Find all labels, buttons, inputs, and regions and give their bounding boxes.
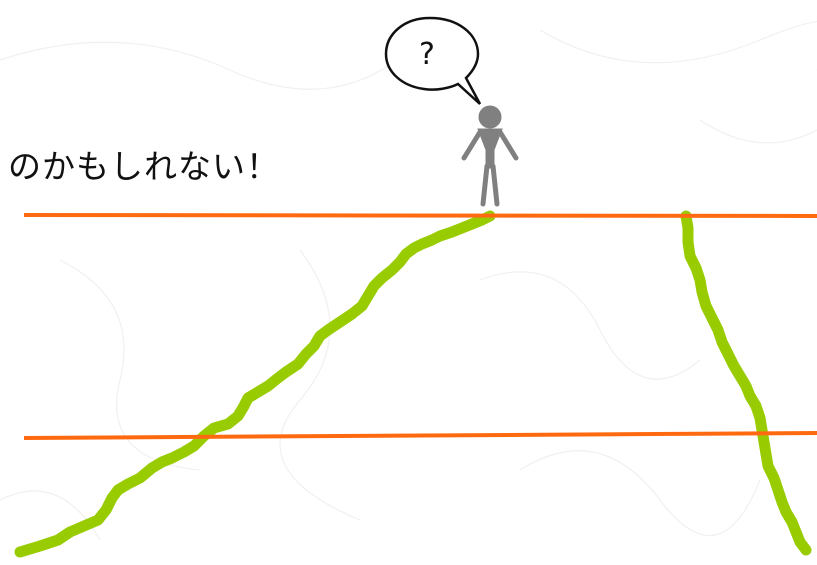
texture-line	[59, 259, 201, 471]
caption-text: のかもしれない！	[8, 147, 280, 186]
figure-torso	[477, 128, 503, 169]
speech-bubble-icon: ?	[384, 16, 482, 105]
texture-line	[0, 490, 101, 541]
texture-line	[539, 20, 817, 70]
person-figure-icon	[461, 105, 519, 207]
speech-bubble-shape	[384, 16, 482, 105]
texture-line	[699, 119, 817, 144]
texture-line	[279, 249, 361, 521]
boundary-line-top	[23, 213, 817, 218]
speech-bubble-text: ?	[419, 37, 435, 72]
texture-line	[519, 450, 761, 537]
figure-left-arm	[461, 129, 483, 161]
fault-trace-left	[14, 210, 496, 558]
texture-line	[479, 271, 701, 380]
fault-trace-right	[680, 210, 812, 556]
boundary-line-bottom	[23, 431, 817, 440]
texture-line	[0, 39, 421, 90]
figure-head	[478, 105, 502, 129]
figure-right-leg	[490, 163, 500, 207]
figure-right-arm	[497, 129, 519, 161]
figure-left-leg	[480, 163, 490, 207]
background-texture	[0, 20, 817, 541]
